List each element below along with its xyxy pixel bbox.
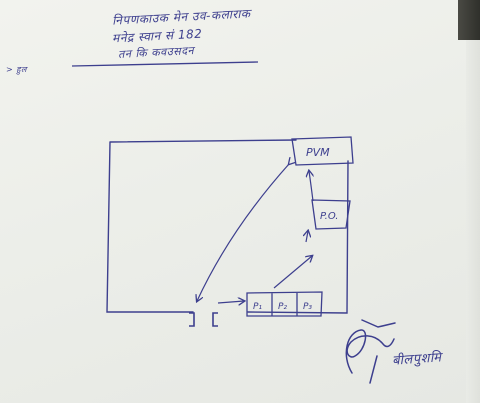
gate-right-bracket	[212, 312, 218, 327]
page-right-strip	[466, 40, 480, 403]
margin-note: > हुल	[6, 65, 27, 74]
arrow-po-to-pvm	[309, 171, 313, 202]
pvm-label: PVM	[306, 146, 330, 159]
arrow-gate-to-p1	[217, 301, 244, 303]
p2-label: P₂	[278, 302, 287, 312]
p3-label: P₃	[303, 302, 312, 312]
arrow-pvm-to-gate	[197, 164, 289, 301]
p1-label: P₁	[253, 302, 262, 312]
arrow-left-to-po	[306, 231, 308, 243]
diagram-frame	[106, 139, 349, 314]
header-underline	[71, 61, 259, 67]
signature-scribble	[345, 319, 396, 384]
po-label: P.O.	[320, 211, 338, 222]
background-edge	[458, 0, 480, 40]
signature-name: बीलपुशमि	[391, 350, 443, 369]
arrow-p-to-po	[273, 256, 312, 289]
pvm-box	[291, 136, 354, 166]
po-box	[311, 199, 351, 230]
gate-left-bracket	[189, 312, 195, 327]
